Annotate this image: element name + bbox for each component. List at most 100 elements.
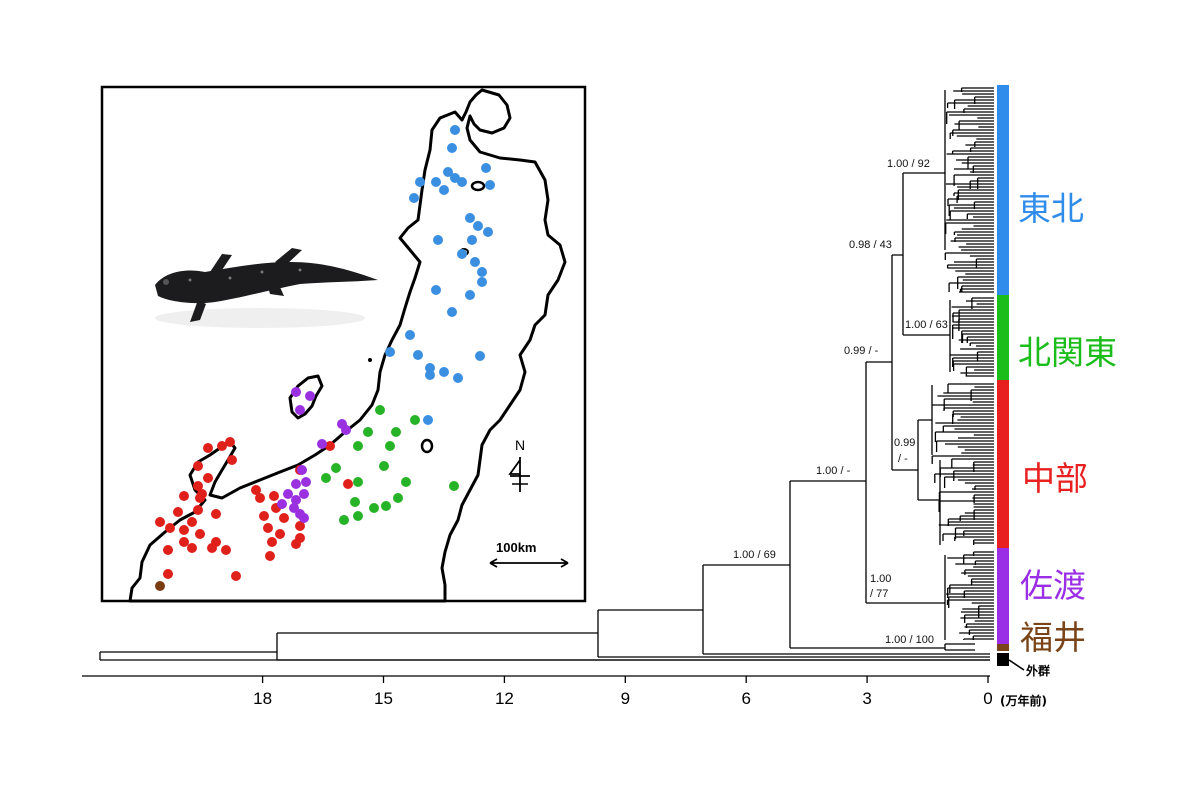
locality-dot-chubu: [263, 523, 273, 533]
locality-dot-sado: [283, 489, 293, 499]
locality-dot-sado: [291, 479, 301, 489]
locality-dot-tohoku: [470, 257, 480, 267]
locality-dot-chubu: [165, 523, 175, 533]
locality-dot-tohoku: [439, 185, 449, 195]
locality-dot-tohoku: [485, 180, 495, 190]
locality-dot-tohoku: [457, 249, 467, 259]
locality-dot-tohoku: [477, 277, 487, 287]
locality-dot-chubu: [163, 569, 173, 579]
locality-dot-kitakanto: [353, 477, 363, 487]
tree-tips: [931, 87, 994, 640]
locality-dot-chubu: [259, 511, 269, 521]
axis-tick-label: 12: [495, 689, 514, 708]
locality-dot-tohoku: [423, 415, 433, 425]
locality-dot-chubu: [211, 509, 221, 519]
locality-dot-sado: [291, 495, 301, 505]
locality-dot-tohoku: [443, 167, 453, 177]
locality-dot-chubu: [221, 545, 231, 555]
support-value: 0.98 / 43: [849, 239, 892, 251]
clade-bar-chubu: [997, 380, 1009, 548]
locality-dot-chubu: [251, 485, 261, 495]
clade-bar-sado: [997, 548, 1009, 644]
locality-dot-chubu: [203, 443, 213, 453]
locality-dot-kitakanto: [339, 515, 349, 525]
locality-dot-sado: [291, 387, 301, 397]
locality-dot-kitakanto: [401, 477, 411, 487]
locality-dot-chubu: [231, 571, 241, 581]
phylogenetic-tree: 1.00 / 92 0.98 / 43 1.00 / 63 0.99 / - 0…: [82, 85, 1117, 708]
clade-bar-fukui: [997, 644, 1009, 651]
locality-dot-tohoku: [385, 347, 395, 357]
locality-dot-chubu: [195, 493, 205, 503]
locality-dot-sado: [299, 489, 309, 499]
locality-dot-tohoku: [477, 267, 487, 277]
locality-dot-chubu: [279, 513, 289, 523]
locality-dot-chubu: [193, 461, 203, 471]
axis-tick-label: 18: [253, 689, 272, 708]
locality-dot-tohoku: [415, 177, 425, 187]
locality-dot-tohoku: [483, 227, 493, 237]
map-panel: N 100km: [100, 85, 587, 603]
locality-dot-chubu: [343, 479, 353, 489]
support-value: 0.99 / -: [844, 345, 879, 357]
locality-dot-sado: [301, 477, 311, 487]
clade-label-tohoku: 東北: [1018, 189, 1084, 228]
locality-dot-tohoku: [405, 330, 415, 340]
locality-dot-chubu: [217, 441, 227, 451]
locality-dot-chubu: [325, 441, 335, 451]
support-value: 1.00 / 69: [733, 549, 776, 561]
locality-dot-kitakanto: [353, 441, 363, 451]
locality-dot-kitakanto: [379, 461, 389, 471]
locality-dot-kitakanto: [331, 463, 341, 473]
locality-dot-chubu: [267, 537, 277, 547]
clade-label-fukui: 福井: [1020, 618, 1086, 657]
locality-dot-tohoku: [409, 193, 419, 203]
islet: [368, 358, 372, 362]
axis-tick-label: 6: [741, 689, 750, 708]
locality-dot-tohoku: [447, 307, 457, 317]
clade-labels: 東北 北関東 中部 佐渡 福井 外群: [1008, 189, 1117, 678]
locality-dot-chubu: [187, 517, 197, 527]
locality-dot-kitakanto: [410, 415, 420, 425]
locality-dot-sado: [295, 405, 305, 415]
clade-bars: [997, 85, 1009, 666]
locality-dot-sado: [317, 439, 327, 449]
locality-dot-kitakanto: [393, 493, 403, 503]
locality-dot-chubu: [203, 473, 213, 483]
locality-dot-tohoku: [431, 177, 441, 187]
locality-dot-fukui: [155, 581, 165, 591]
locality-dot-tohoku: [481, 163, 491, 173]
locality-dot-chubu: [193, 505, 203, 515]
axis-tick-label: 15: [374, 689, 393, 708]
locality-dot-kitakanto: [385, 441, 395, 451]
locality-dot-kitakanto: [363, 427, 373, 437]
lake-outline: [470, 180, 486, 192]
clade-bar-kitakanto: [997, 295, 1009, 380]
support-value: 1.00: [870, 573, 891, 585]
locality-dot-kitakanto: [375, 405, 385, 415]
locality-dot-kitakanto: [321, 473, 331, 483]
locality-dot-sado: [341, 425, 351, 435]
axis-tick-label: 3: [862, 689, 871, 708]
locality-dot-tohoku: [473, 221, 483, 231]
locality-dot-chubu: [195, 529, 205, 539]
support-value: 1.00 / 100: [885, 634, 934, 646]
support-value: 1.00 / -: [816, 465, 851, 477]
sample-locality-dots: [155, 125, 495, 591]
support-value: / 77: [870, 588, 888, 600]
locality-dot-chubu: [227, 455, 237, 465]
locality-dot-tohoku: [439, 367, 449, 377]
locality-dot-tohoku: [425, 363, 435, 373]
locality-dot-chubu: [193, 481, 203, 491]
axis-tick-label: 9: [621, 689, 630, 708]
locality-dot-sado: [277, 499, 287, 509]
locality-dot-tohoku: [425, 370, 435, 380]
locality-dot-tohoku: [457, 177, 467, 187]
locality-dot-chubu: [155, 517, 165, 527]
locality-dot-tohoku: [447, 143, 457, 153]
locality-dot-kitakanto: [381, 501, 391, 511]
locality-dot-chubu: [291, 539, 301, 549]
scale-label: 100km: [496, 540, 536, 555]
locality-dot-kitakanto: [353, 511, 363, 521]
